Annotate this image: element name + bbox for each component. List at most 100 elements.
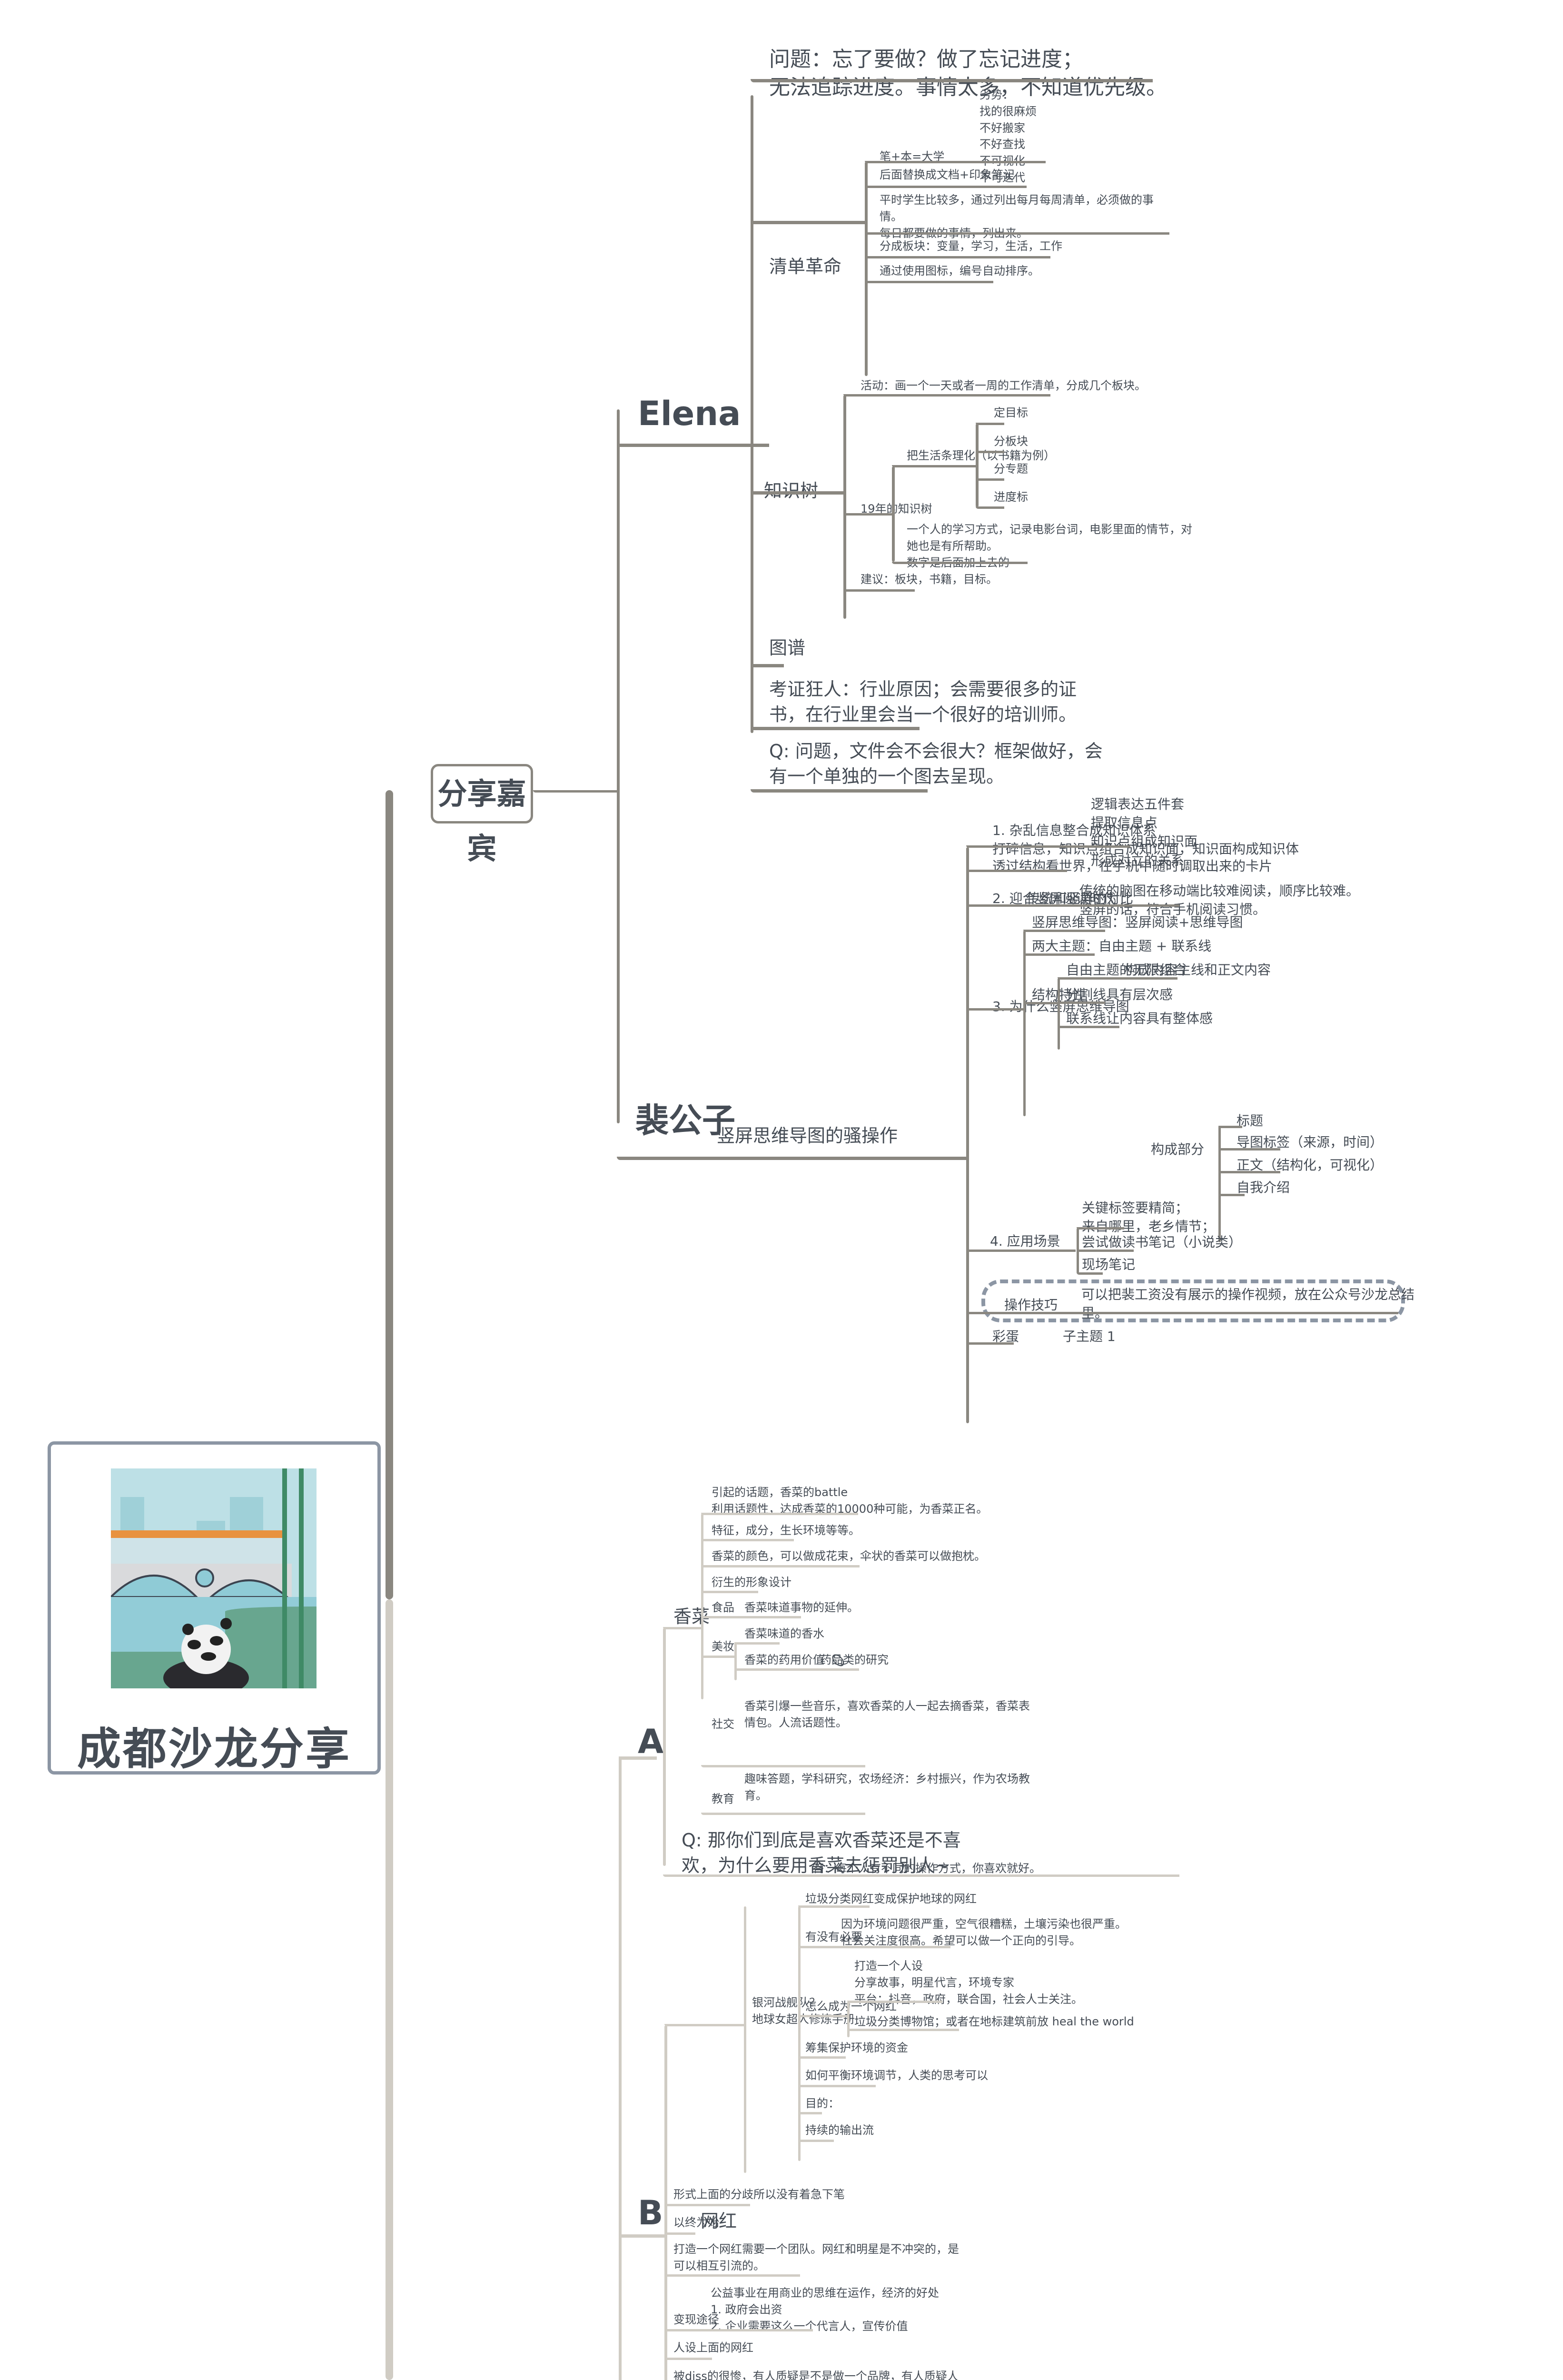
peigongzi-subtitle[interactable]: 竖屏思维导图的骚操作 — [717, 1125, 898, 1146]
pei-tips[interactable]: 操作技巧 — [1004, 1297, 1058, 1313]
line — [619, 1756, 657, 1760]
elena-kaozheng[interactable]: 考证狂人：行业原因；会需要很多的证 书，在行业里会当一个很好的培训师。 — [769, 679, 1077, 725]
b-vertical-line — [744, 1906, 746, 2173]
line — [1077, 1227, 1124, 1230]
struct-item-1[interactable]: 自由主题的无限组合 — [1066, 962, 1187, 978]
pei-point-4[interactable]: 4. 应用场景 — [990, 1233, 1060, 1249]
p4-item-1[interactable]: 关键标签要精简； 来自哪里，老乡情节； — [1082, 1200, 1216, 1235]
line — [798, 2085, 876, 2087]
xiangcai-beauty[interactable]: 美妆 — [712, 1640, 734, 1653]
struct-item-3[interactable]: 联系线让内容具有整体感 — [1066, 1011, 1213, 1026]
guest-peigongzi[interactable]: 裴公子 — [635, 1101, 735, 1140]
group-b-topic[interactable]: 网红 — [701, 2211, 737, 2231]
struct-item-2[interactable]: 分割线具有层次感 — [1066, 987, 1173, 1002]
pei-point-2[interactable]: 2. 迎合竖屏阅读时代 — [992, 891, 1116, 906]
qingdan-item-2[interactable]: 平时学生比较多，通过列出每月每周清单，必须做的事 情。 每日都要做的事情，列出来… — [880, 193, 1154, 240]
step-4[interactable]: 进度标 — [994, 490, 1028, 504]
museum-detail[interactable]: 垃圾分类博物馆；或者在地标建筑前放 heal the world — [854, 2015, 1134, 2028]
b-item-1[interactable]: 形式上面的分歧所以没有着急下笔 — [673, 2188, 845, 2201]
group-a[interactable]: A — [638, 1722, 664, 1761]
galaxy-item-7[interactable]: 持续的输出流 — [805, 2123, 874, 2137]
elena-question[interactable]: Q: 问题，文件会不会很大？框架做好，会 有一个单独的一个图去呈现。 — [769, 741, 1103, 787]
line — [751, 727, 920, 730]
elena-qingdan[interactable]: 清单革命 — [769, 256, 842, 277]
galaxy-item-2[interactable]: 有没有必要 — [805, 1930, 862, 1944]
pei-card[interactable]: 透过结构看世界，在手机中随时调取出来的卡片 — [992, 858, 1273, 874]
group-b-galaxy[interactable]: 银河战舰队？ 地球女超人修炼手册 — [752, 1996, 855, 2026]
necessity-detail[interactable]: 因为环境问题很严重，空气很糟糕，土壤污染也很严重。 社会关注度很高。希望可以做一… — [841, 1917, 1127, 1947]
p4-item-3[interactable]: 现场笔记 — [1082, 1257, 1136, 1272]
pei-point-3-themes[interactable]: 两大主题：自由主题 + 联系线 — [1032, 938, 1212, 954]
galaxy-item-6[interactable]: 目的： — [805, 2097, 840, 2110]
b-monetize-detail[interactable]: 公益事业在用商业的思维在运作，经济的好处 1. 政府会出资 2. 企业需要这么一… — [711, 2286, 939, 2333]
how-detail[interactable]: 打造一个人设 分享故事，明星代言，环境专家 平台：抖音，政府，联合国，社会人士关… — [854, 1959, 1083, 2006]
group-b[interactable]: B — [638, 2193, 663, 2232]
zhishishu-activity[interactable]: 活动：画一个一天或者一周的工作清单，分成几个板块。 — [861, 379, 1146, 392]
p4-item-2[interactable]: 尝试做读书笔记（小说类） — [1082, 1234, 1242, 1250]
galaxy-item-4[interactable]: 筹集保护环境的资金 — [805, 2041, 908, 2054]
xiangcai-item-3[interactable]: 香菜的颜色，可以做成花束，伞状的香菜可以做抱枕。 — [712, 1549, 986, 1563]
line — [865, 161, 1046, 163]
qingdan-item-3[interactable]: 分成板块：变量，学习，生活，工作 — [880, 239, 1062, 253]
parts-item-4[interactable]: 自我介绍 — [1237, 1180, 1290, 1195]
parts-item-2[interactable]: 导图标签（来源，时间） — [1237, 1134, 1384, 1150]
beauty-extra[interactable]: 药品类的研究 — [820, 1653, 889, 1666]
root-topic[interactable]: 成都沙龙分享 — [48, 1441, 381, 1775]
b-item-2[interactable]: 以终为始 — [673, 2216, 719, 2229]
how-vertical-line — [847, 2002, 850, 2037]
xiangcai-food[interactable]: 食品 — [712, 1601, 734, 1614]
pei-point-2-compare[interactable]: 传统和竖屏的对比 — [1027, 891, 1134, 906]
step-1[interactable]: 定目标 — [994, 406, 1028, 419]
qingdan-vertical-line — [865, 162, 868, 376]
pei-parts[interactable]: 构成部分 — [1151, 1141, 1205, 1157]
xiangcai-edu-detail[interactable]: 趣味答题，学科研究，农场经济：乡村振兴，作为农场教 育。 — [744, 1772, 1030, 1802]
galaxy-item-1[interactable]: 垃圾分类网红变成保护地球的网红 — [805, 1892, 977, 1905]
pei-point-2-detail[interactable]: 传统的脑图在移动端比较难阅读，顺序比较难。 竖屏的话，符合手机阅读习惯。 — [1079, 883, 1360, 918]
topic-guests[interactable]: 分享嘉宾 — [431, 764, 533, 866]
line — [892, 465, 979, 467]
pei-egg-child[interactable]: 子主题 1 — [1063, 1329, 1116, 1344]
line — [701, 1813, 865, 1815]
b-monetize[interactable]: 变现途径 — [673, 2313, 719, 2326]
line — [966, 845, 1130, 848]
xiangcai-item-2[interactable]: 特征，成分，生长环境等等。 — [712, 1524, 860, 1537]
line — [1077, 1250, 1134, 1252]
xiangcai-social[interactable]: 社交 — [712, 1717, 734, 1731]
line — [664, 2358, 712, 2360]
step-2[interactable]: 分板块 — [994, 435, 1028, 448]
b-item-3[interactable]: 打造一个网红需要一个团队。网红和明星是不冲突的，是 可以相互引流的。 — [673, 2242, 959, 2272]
branch-connector-groups — [386, 1599, 393, 2380]
pei-point-3-def[interactable]: 竖屏思维导图：竖屏阅读+思维导图 — [1032, 914, 1243, 930]
zhishishu-suggest[interactable]: 建议：板块，书籍，目标。 — [861, 573, 998, 586]
guests-connector — [533, 790, 617, 793]
b-vertical-line-2 — [664, 2166, 667, 2380]
xiangcai-edu[interactable]: 教育 — [712, 1792, 734, 1805]
struct-extra[interactable]: 构成内容主线和正文内容 — [1124, 962, 1271, 978]
b-diss[interactable]: 被diss的很惨，有人质疑是不是做一个品牌，有人质疑人 设的故事不够真实等等，但… — [673, 2370, 959, 2380]
pei-point-1[interactable]: 1. 杂乱信息整合成知识体系 打碎信息，知识点组合成知识面，知识面构成知识体 — [992, 823, 1299, 857]
beauty-item-1[interactable]: 香菜味道的香水 — [744, 1627, 824, 1640]
group-a-question[interactable]: Q: 那你们到底是喜欢香菜还是不喜 欢，为什么要用香菜去惩罚别人~ — [682, 1830, 961, 1876]
line — [664, 2274, 800, 2277]
elena-intro[interactable]: 问题：忘了要做？做了忘记进度； 无法追踪进度。事情太多，不知道优先级。 — [769, 47, 1167, 100]
elena-tupu[interactable]: 图谱 — [769, 637, 806, 658]
xiangcai-food-detail[interactable]: 香菜味道事物的延伸。 — [744, 1601, 859, 1614]
group-a-answer[interactable]: 答：每个人有不同的操作方式，你喜欢就好。 — [812, 1862, 1041, 1875]
elena-zhishishu[interactable]: 知识树 — [764, 480, 819, 501]
b-persona[interactable]: 人设上面的网红 — [673, 2341, 753, 2354]
pei-point-3[interactable]: 3. 为什么竖屏思维导图 — [992, 999, 1129, 1014]
zhishishu-note[interactable]: 一个人的学习方式，记录电影台词，电影里面的情节，对 她也是有所帮助。 数字是后面… — [907, 523, 1192, 569]
beauty-item-2[interactable]: 香菜的药用价值 — [744, 1652, 846, 1668]
pei-tips-detail[interactable]: 可以把裴工资没有展示的操作视频，放在公众号沙龙总结 里。 — [1081, 1287, 1415, 1321]
qingdan-item-4[interactable]: 通过使用图标，编号自动排序。 — [880, 264, 1039, 278]
qingdan-item-1[interactable]: 后面替换成文档+印象笔记 — [880, 168, 1015, 181]
parts-item-3[interactable]: 正文（结构化，可视化） — [1237, 1157, 1384, 1173]
step-3[interactable]: 分专题 — [994, 462, 1028, 476]
xiangcai-item-4[interactable]: 衍生的形象设计 — [712, 1576, 791, 1589]
xiangcai-social-detail[interactable]: 香菜引爆一些音乐，喜欢香菜的人一起去摘香菜，香菜表 情包。人流话题性。 — [744, 1699, 1030, 1729]
zhishishu-tiaoli[interactable]: 把生活条理化（以书籍为例） — [907, 449, 1055, 462]
guest-elena[interactable]: Elena — [638, 394, 741, 433]
chengdu-illustration — [111, 1468, 317, 1688]
pei-egg[interactable]: 彩蛋 — [992, 1329, 1019, 1344]
galaxy-item-5[interactable]: 如何平衡环境调节，人类的思考可以 — [805, 2069, 988, 2082]
